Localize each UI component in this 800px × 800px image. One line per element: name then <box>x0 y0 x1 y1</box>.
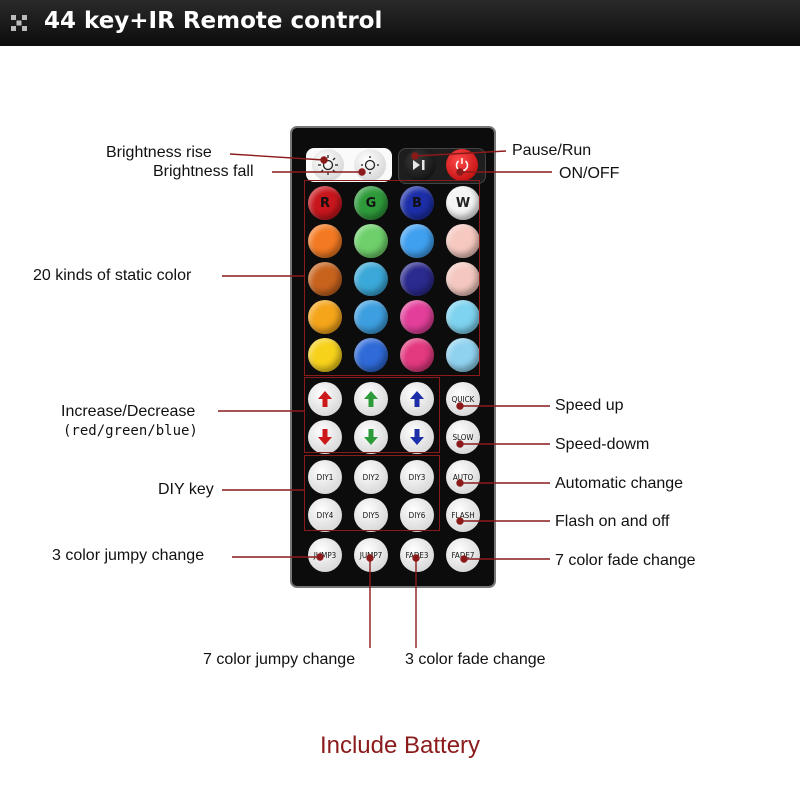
static-color-label: 20 kinds of static color <box>33 267 192 284</box>
jumpy7-label: 7 color jumpy change <box>203 651 356 668</box>
color-button[interactable] <box>354 300 388 334</box>
jump3-button[interactable]: JUMP3 <box>308 538 342 572</box>
color-button[interactable] <box>308 224 342 258</box>
on-off-button[interactable] <box>446 149 478 181</box>
color-button[interactable]: R <box>308 186 342 220</box>
diy-button[interactable]: DIY2 <box>354 460 388 494</box>
flash-button[interactable]: FLASH <box>446 498 480 532</box>
dim-sun-icon <box>361 156 379 174</box>
slow-button[interactable]: SLOW <box>446 420 480 454</box>
arrow-up-icon <box>318 391 332 407</box>
diy-button[interactable]: DIY4 <box>308 498 342 532</box>
arrow-down-icon <box>318 429 332 445</box>
arrow-up-icon <box>410 391 424 407</box>
color-button[interactable] <box>308 300 342 334</box>
pause-run-button[interactable] <box>404 149 436 181</box>
auto-button[interactable]: AUTO <box>446 460 480 494</box>
color-button[interactable] <box>446 224 480 258</box>
mode-button-label: FADE7 <box>451 550 475 560</box>
static-color-box <box>304 180 480 376</box>
arrow-up-icon <box>364 391 378 407</box>
mode-button-label: FADE3 <box>405 550 429 560</box>
decrease-button[interactable] <box>400 420 434 454</box>
rgb-note-label: (red/green/blue) <box>63 423 198 439</box>
color-button-label: G <box>365 195 377 211</box>
power-icon <box>455 158 469 172</box>
jumpy3-label: 3 color jumpy change <box>52 547 205 564</box>
color-button[interactable] <box>354 338 388 372</box>
diy-button[interactable]: DIY6 <box>400 498 434 532</box>
slow-label: SLOW <box>452 432 474 442</box>
fade3-label: 3 color fade change <box>405 651 546 668</box>
on-off-label: ON/OFF <box>559 165 620 182</box>
speed-up-label: Speed up <box>555 397 624 414</box>
increase-button[interactable] <box>354 382 388 416</box>
color-button-label: W <box>455 195 471 211</box>
pause-run-label: Pause/Run <box>512 142 592 159</box>
arrow-down-icon <box>410 429 424 445</box>
flash-on-off-label: Flash on and off <box>555 513 670 530</box>
diy-button-label: DIY1 <box>316 472 334 482</box>
grid-icon <box>11 15 27 31</box>
automatic-change-label: Automatic change <box>555 475 684 492</box>
quick-button[interactable]: QUICK <box>446 382 480 416</box>
color-button[interactable]: G <box>354 186 388 220</box>
diy-button[interactable]: DIY1 <box>308 460 342 494</box>
fade7-button[interactable]: FADE7 <box>446 538 480 572</box>
brightness-rise-label: Brightness rise <box>106 144 212 161</box>
page-title: 44 key+IR Remote control <box>44 8 383 34</box>
decrease-button[interactable] <box>354 420 388 454</box>
color-button[interactable] <box>400 224 434 258</box>
quick-label: QUICK <box>451 394 475 404</box>
color-button[interactable] <box>446 262 480 296</box>
fade7-label: 7 color fade change <box>555 552 696 569</box>
sun-icon <box>318 155 338 175</box>
color-button[interactable] <box>400 300 434 334</box>
color-button[interactable] <box>354 224 388 258</box>
diy-button-label: DIY3 <box>408 472 426 482</box>
color-button[interactable] <box>354 262 388 296</box>
color-button[interactable] <box>308 338 342 372</box>
increase-button[interactable] <box>400 382 434 416</box>
diy-box <box>304 455 440 531</box>
title-bar: 44 key+IR Remote control <box>0 0 800 46</box>
color-button[interactable] <box>400 262 434 296</box>
mode-button-label: JUMP7 <box>359 550 383 560</box>
color-button[interactable] <box>400 338 434 372</box>
play-pause-icon <box>413 160 425 170</box>
color-button-label: B <box>412 195 422 211</box>
color-button[interactable] <box>446 338 480 372</box>
color-button[interactable]: B <box>400 186 434 220</box>
arrow-box <box>304 377 440 453</box>
diy-button[interactable]: DIY3 <box>400 460 434 494</box>
decrease-button[interactable] <box>308 420 342 454</box>
diy-button[interactable]: DIY5 <box>354 498 388 532</box>
increase-decrease-label: Increase/Decrease <box>61 403 196 420</box>
jump7-button[interactable]: JUMP7 <box>354 538 388 572</box>
speed-down-label: Speed-dowm <box>555 436 650 453</box>
diy-button-label: DIY4 <box>316 510 334 520</box>
diy-button-label: DIY6 <box>408 510 426 520</box>
color-button[interactable] <box>446 300 480 334</box>
brightness-rise-button[interactable] <box>312 149 344 181</box>
increase-button[interactable] <box>308 382 342 416</box>
diy-key-label: DIY key <box>158 481 214 498</box>
arrow-down-icon <box>364 429 378 445</box>
diy-button-label: DIY5 <box>362 510 380 520</box>
mode-button-label: JUMP3 <box>313 550 337 560</box>
diy-button-label: DIY2 <box>362 472 380 482</box>
color-button[interactable]: W <box>446 186 480 220</box>
fade3-button[interactable]: FADE3 <box>400 538 434 572</box>
auto-label: AUTO <box>452 472 474 482</box>
brightness-fall-label: Brightness fall <box>153 163 254 180</box>
color-button-label: R <box>319 195 330 211</box>
brightness-fall-button[interactable] <box>354 149 386 181</box>
include-battery-text: Include Battery <box>319 732 481 759</box>
color-button[interactable] <box>308 262 342 296</box>
flash-label: FLASH <box>451 510 475 520</box>
